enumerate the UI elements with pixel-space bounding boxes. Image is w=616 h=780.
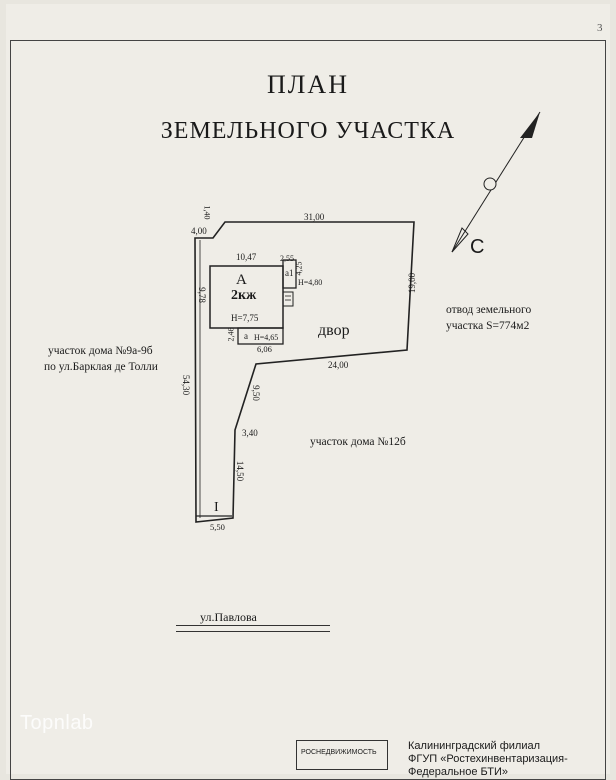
compass-north-arrow [520,112,540,138]
dim-porch-top: 2,55 [280,254,294,263]
porch-a1-outline [282,259,297,289]
neighbor-left-2: по ул.Барклая де Толли [44,361,158,373]
dim-notch: 3,40 [242,428,258,438]
stamp-box: РОСНЕДВИЖИМОСТЬ [296,740,388,770]
title-plan: ПЛАН [267,70,349,99]
compass-south-arrow [451,227,469,253]
watermark-logo: Topnlab [20,712,94,734]
dim-left-long: 54,30 [181,374,192,396]
dim-right: 19,00 [407,272,418,294]
stamp-text: РОСНЕДВИЖИМОСТЬ [301,749,377,756]
annex-height: Н=4,65 [254,333,279,342]
dim-mid-vertical: 9,50 [250,385,261,401]
dim-yard-bottom: 24,00 [328,360,349,370]
porch-height: Н=4,80 [298,278,323,287]
dim-bottom: 5,50 [210,522,225,532]
dim-step-w: 6,06 [257,344,272,354]
compass-letter: С [470,236,485,258]
org-line-2: ФГУП «Ростехинвентаризация- [408,753,568,765]
stairs-mark [282,291,294,307]
entrance-label: I [214,500,219,515]
street-name: ул.Павлова [176,610,330,626]
allotment-note-2: участка S=774м2 [446,320,530,332]
porch-letter: а1 [285,268,294,278]
annex-letter: а [244,331,248,341]
compass-center [483,177,497,191]
house-letter: А [236,272,247,288]
dim-top: 31,00 [304,212,325,222]
dim-porch-side: 4,25 [294,261,304,276]
dim-house-top: 10,47 [236,252,257,262]
organization-block: Калининградский филиал ФГУП «Ростехинвен… [408,740,608,779]
org-line-1: Калининградский филиал [408,740,540,752]
neighbor-left-1: участок дома №9а-9б [48,345,153,357]
dim-top-left: 4,00 [191,226,207,236]
document-sheet [6,4,610,774]
allotment-note-1: отвод земельного [446,304,532,316]
annex-a-outline [237,327,284,345]
street-line [176,631,330,632]
dim-step-h: 2,46 [226,327,236,342]
house-height: Н=7,75 [231,313,259,323]
house-type: 2кж [231,288,257,303]
lot-boundary [194,221,415,523]
title-land-plot: ЗЕМЕЛЬНОГО УЧАСТКА [160,118,456,144]
dim-top-left-side: 1,40 [202,205,212,220]
dim-lower-vertical: 14,50 [235,460,246,482]
page-number: 3 [597,22,603,34]
yard-label: двор [318,322,350,339]
dim-house-left: 9,78 [196,287,207,303]
neighbor-right: участок дома №12б [310,436,406,448]
